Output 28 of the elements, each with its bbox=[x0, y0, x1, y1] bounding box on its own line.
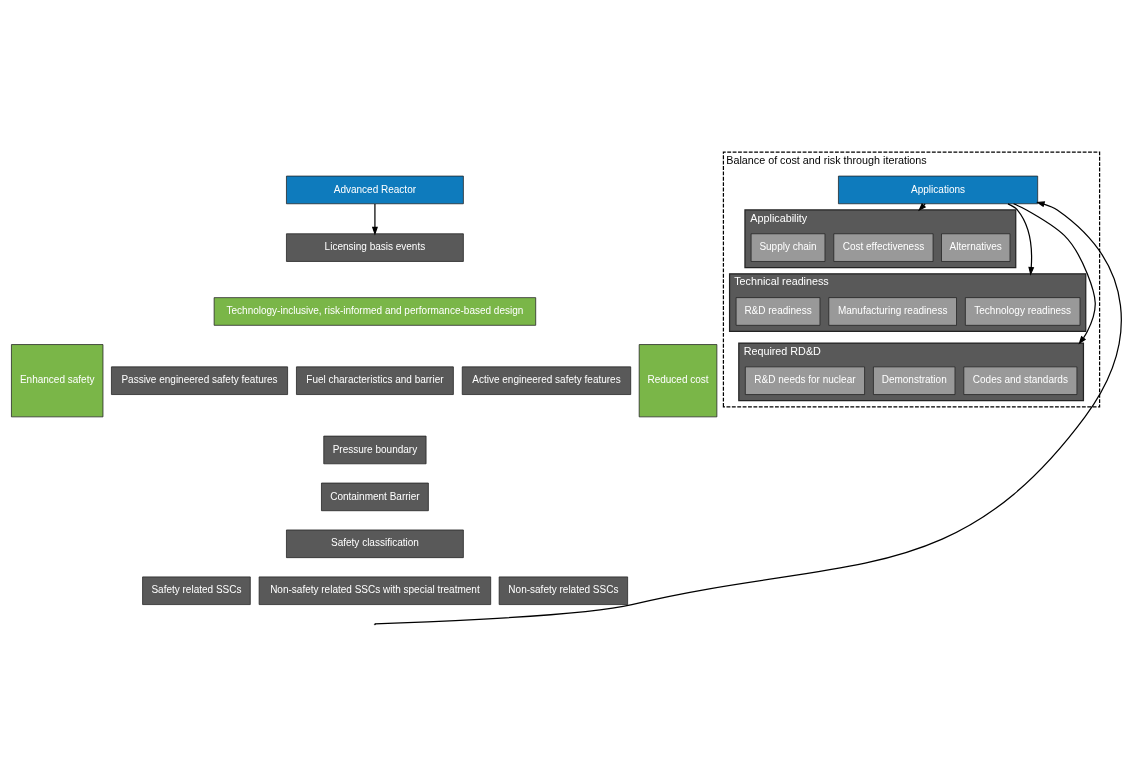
node-box: Containment Barrier bbox=[321, 482, 429, 511]
node-box: Demonstration bbox=[873, 366, 956, 395]
node-box: Non-safety related SSCs bbox=[498, 576, 629, 605]
arrow bbox=[1012, 202, 1096, 344]
node-box: Enhanced safety bbox=[11, 343, 104, 417]
arrow bbox=[374, 200, 1122, 624]
node-box: Technology readiness bbox=[964, 296, 1081, 326]
node-box: Licensing basis events bbox=[286, 232, 464, 262]
arrow bbox=[918, 202, 927, 211]
node-box: Advanced Reactor bbox=[286, 175, 464, 204]
node-box: Supply chain bbox=[750, 232, 826, 262]
node-box: Manufacturing readiness bbox=[828, 296, 957, 326]
node-box: Cost effectiveness bbox=[833, 232, 934, 262]
node-box: Safety classification bbox=[286, 529, 464, 558]
node-box: Active engineered safety features bbox=[461, 366, 632, 395]
node-box: Alternatives bbox=[941, 232, 1011, 262]
node-box: R&D needs for nuclear bbox=[744, 366, 865, 395]
node-box: Non-safety related SSCs with special treatment bbox=[258, 576, 492, 605]
node-box: Reduced cost bbox=[638, 343, 718, 417]
node-box: Pressure boundary bbox=[323, 435, 427, 464]
arrow bbox=[371, 202, 378, 235]
node-box: Codes and standards bbox=[963, 366, 1078, 395]
node-box: Passive engineered safety features bbox=[111, 366, 288, 395]
node-box: Fuel characteristics and barrier bbox=[296, 366, 454, 395]
arrow bbox=[1007, 202, 1035, 276]
node-box: Safety related SSCs bbox=[142, 576, 251, 605]
node-box: Technology-inclusive, risk-informed and performance-based design bbox=[213, 296, 537, 326]
node-box: R&D readiness bbox=[735, 296, 821, 326]
